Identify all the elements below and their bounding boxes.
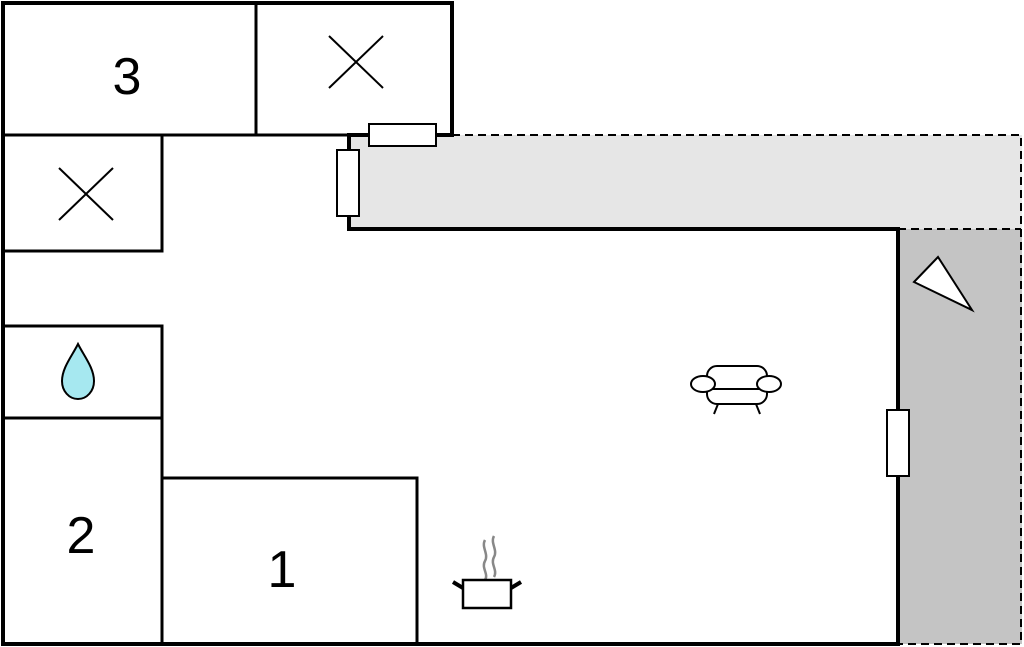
window-left xyxy=(336,149,360,217)
wall-room1 xyxy=(160,476,419,646)
sofa-icon xyxy=(690,365,782,415)
room-1-label: 1 xyxy=(268,541,297,599)
water-drop-icon xyxy=(60,341,96,401)
cross-icon xyxy=(58,167,114,221)
room-3-label: 3 xyxy=(113,48,142,106)
wall-storage xyxy=(1,133,164,253)
balcony-area xyxy=(349,135,1022,229)
cross-icon xyxy=(328,35,384,89)
room-2-label: 2 xyxy=(67,507,96,565)
cooking-pot-icon xyxy=(451,535,523,610)
outdoor-boundary xyxy=(452,134,1022,645)
wall-bathroom xyxy=(1,324,164,420)
window-top xyxy=(368,123,437,147)
compass-arrow-icon xyxy=(912,255,975,313)
terrace-area xyxy=(898,229,1022,644)
window-right xyxy=(886,409,910,477)
